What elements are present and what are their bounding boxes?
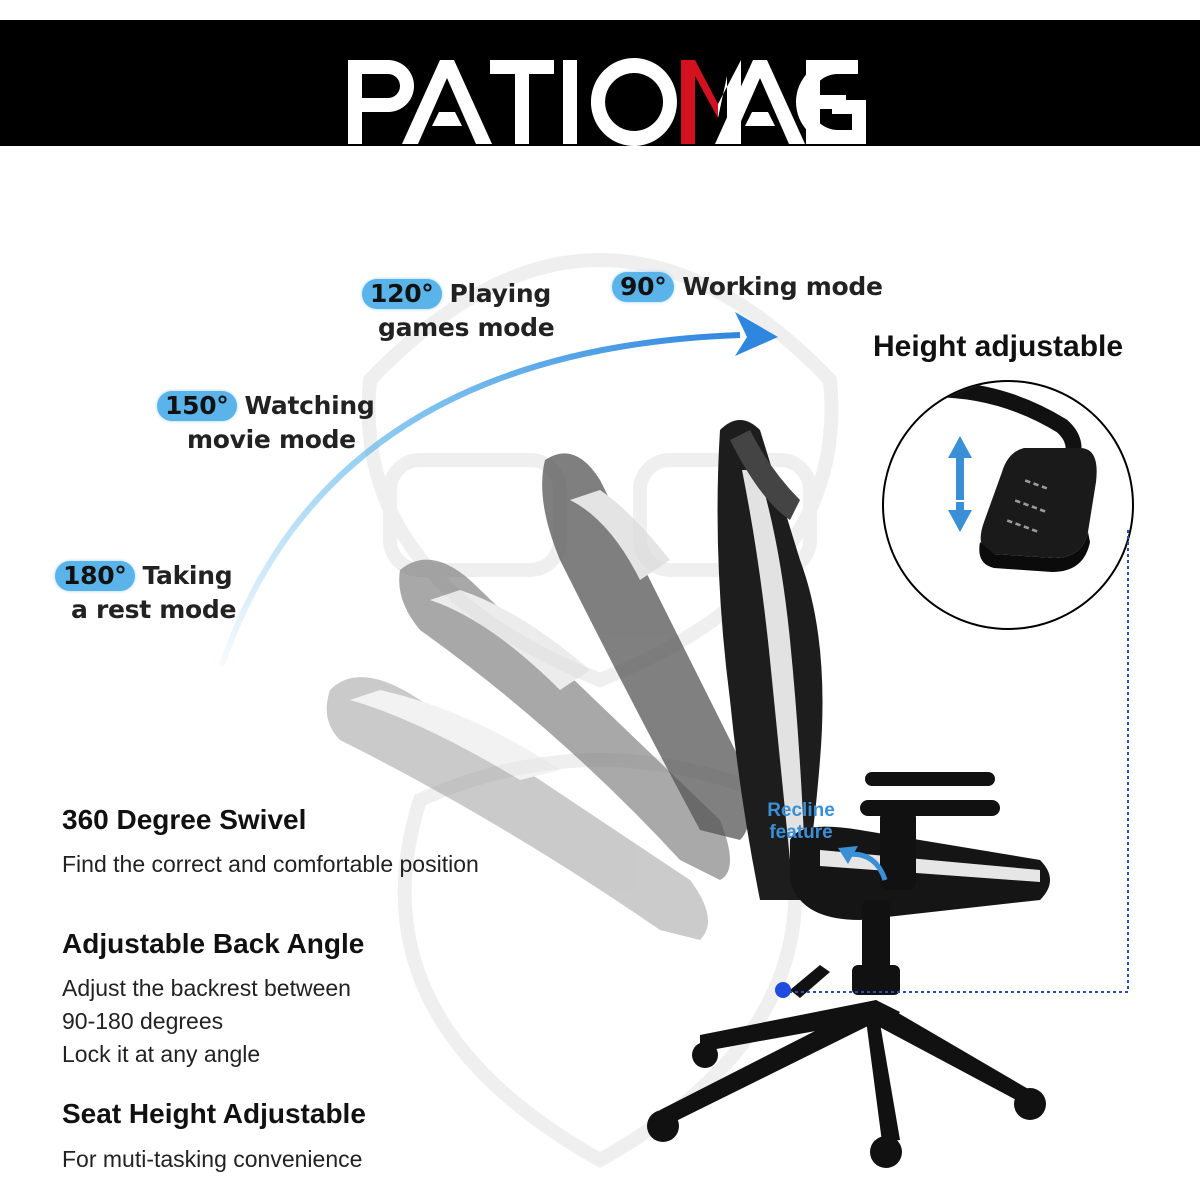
mode-label-90: 90°Working mode [612, 270, 883, 304]
brand-logo [348, 58, 866, 146]
height-guide-line [790, 530, 1129, 993]
backrest-150-ghost [399, 559, 730, 880]
height-lever-photo: ▬ ▬ ▬ ▬ ▬ ▬ ▬ ▬ ▬ ▬ ▬ [906, 382, 1097, 572]
backrest-90 [717, 420, 823, 900]
recline-feature-label: Recline feature [767, 800, 835, 843]
mode-label-120: 120°Playing games mode [362, 277, 555, 345]
angle-pill: 120° [362, 279, 442, 309]
feature-text-back-angle: Adjust the backrest between 90-180 degre… [62, 975, 351, 1067]
chair-base [647, 900, 1046, 1168]
mode-label-180: 180°Taking a rest mode [55, 559, 236, 627]
height-lever-inset: ▬ ▬ ▬ ▬ ▬ ▬ ▬ ▬ ▬ ▬ ▬ [882, 380, 1134, 630]
backrest-180-ghost [326, 677, 708, 940]
armrests [860, 772, 1000, 890]
brand-header [0, 20, 1200, 146]
up-down-arrow-icon [948, 436, 972, 532]
feature-title-seat-height: Seat Height Adjustable [62, 1098, 366, 1129]
backrest-120-ghost [542, 453, 750, 840]
mode-label-150: 150°Watching movie mode [157, 389, 375, 457]
feature-text-seat-height: For muti-tasking convenience [62, 1146, 363, 1172]
arc-arrow-head [735, 312, 778, 356]
feature-text-swivel: Find the correct and comfortable positio… [62, 851, 479, 877]
feature-title-swivel: 360 Degree Swivel [62, 804, 307, 835]
angle-pill: 150° [157, 391, 237, 421]
angle-pill: 90° [612, 272, 675, 302]
angle-pill: 180° [55, 561, 135, 591]
height-adjustable-title: Height adjustable [873, 330, 1124, 363]
height-lever-dot [775, 982, 791, 998]
feature-title-back-angle: Adjustable Back Angle [62, 928, 365, 959]
